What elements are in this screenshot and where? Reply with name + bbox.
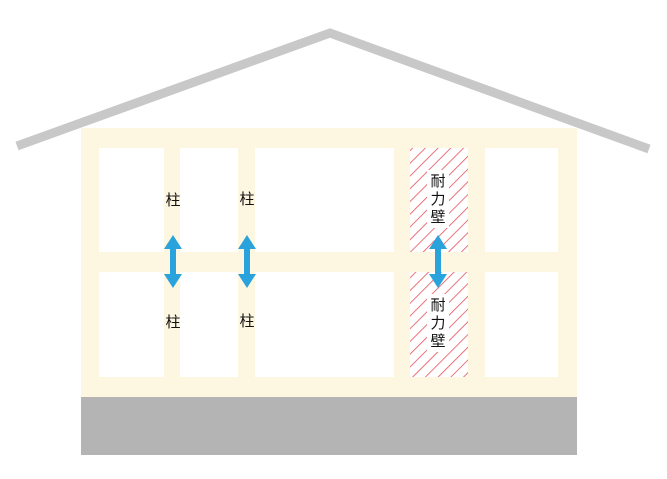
double-arrow-vertical-icon [164,235,182,288]
panel-lower-3 [255,272,394,377]
shear-wall-label-lower: 耐 力 壁 [427,294,449,352]
foundation [81,397,577,455]
shear-wall-label-lower-1: 耐 [430,296,445,314]
panel-upper-3 [255,148,394,252]
shear-wall-label-upper-1: 耐 [430,172,445,190]
panel-lower-5 [485,272,558,377]
double-arrow-vertical-icon [238,235,256,288]
pillar-label-lower-2: 柱 [239,312,254,330]
roof [15,28,651,154]
shear-wall-label-lower-2: 力 [430,314,445,332]
panel-upper-1 [99,148,164,252]
shear-wall-label-lower-3: 壁 [430,332,445,350]
panel-lower-1 [99,272,164,377]
shear-wall-label-upper-3: 壁 [430,208,445,226]
panel-upper-5 [485,148,558,252]
shear-wall-label-upper: 耐 力 壁 [427,170,449,228]
panel-upper-2 [180,148,238,252]
shear-wall-label-upper-2: 力 [430,190,445,208]
panel-lower-2 [180,272,238,377]
double-arrow-vertical-icon [429,235,447,288]
pillar-label-lower-1: 柱 [165,313,180,331]
pillar-label-upper-1: 柱 [165,191,180,209]
pillar-label-upper-2: 柱 [239,190,254,208]
